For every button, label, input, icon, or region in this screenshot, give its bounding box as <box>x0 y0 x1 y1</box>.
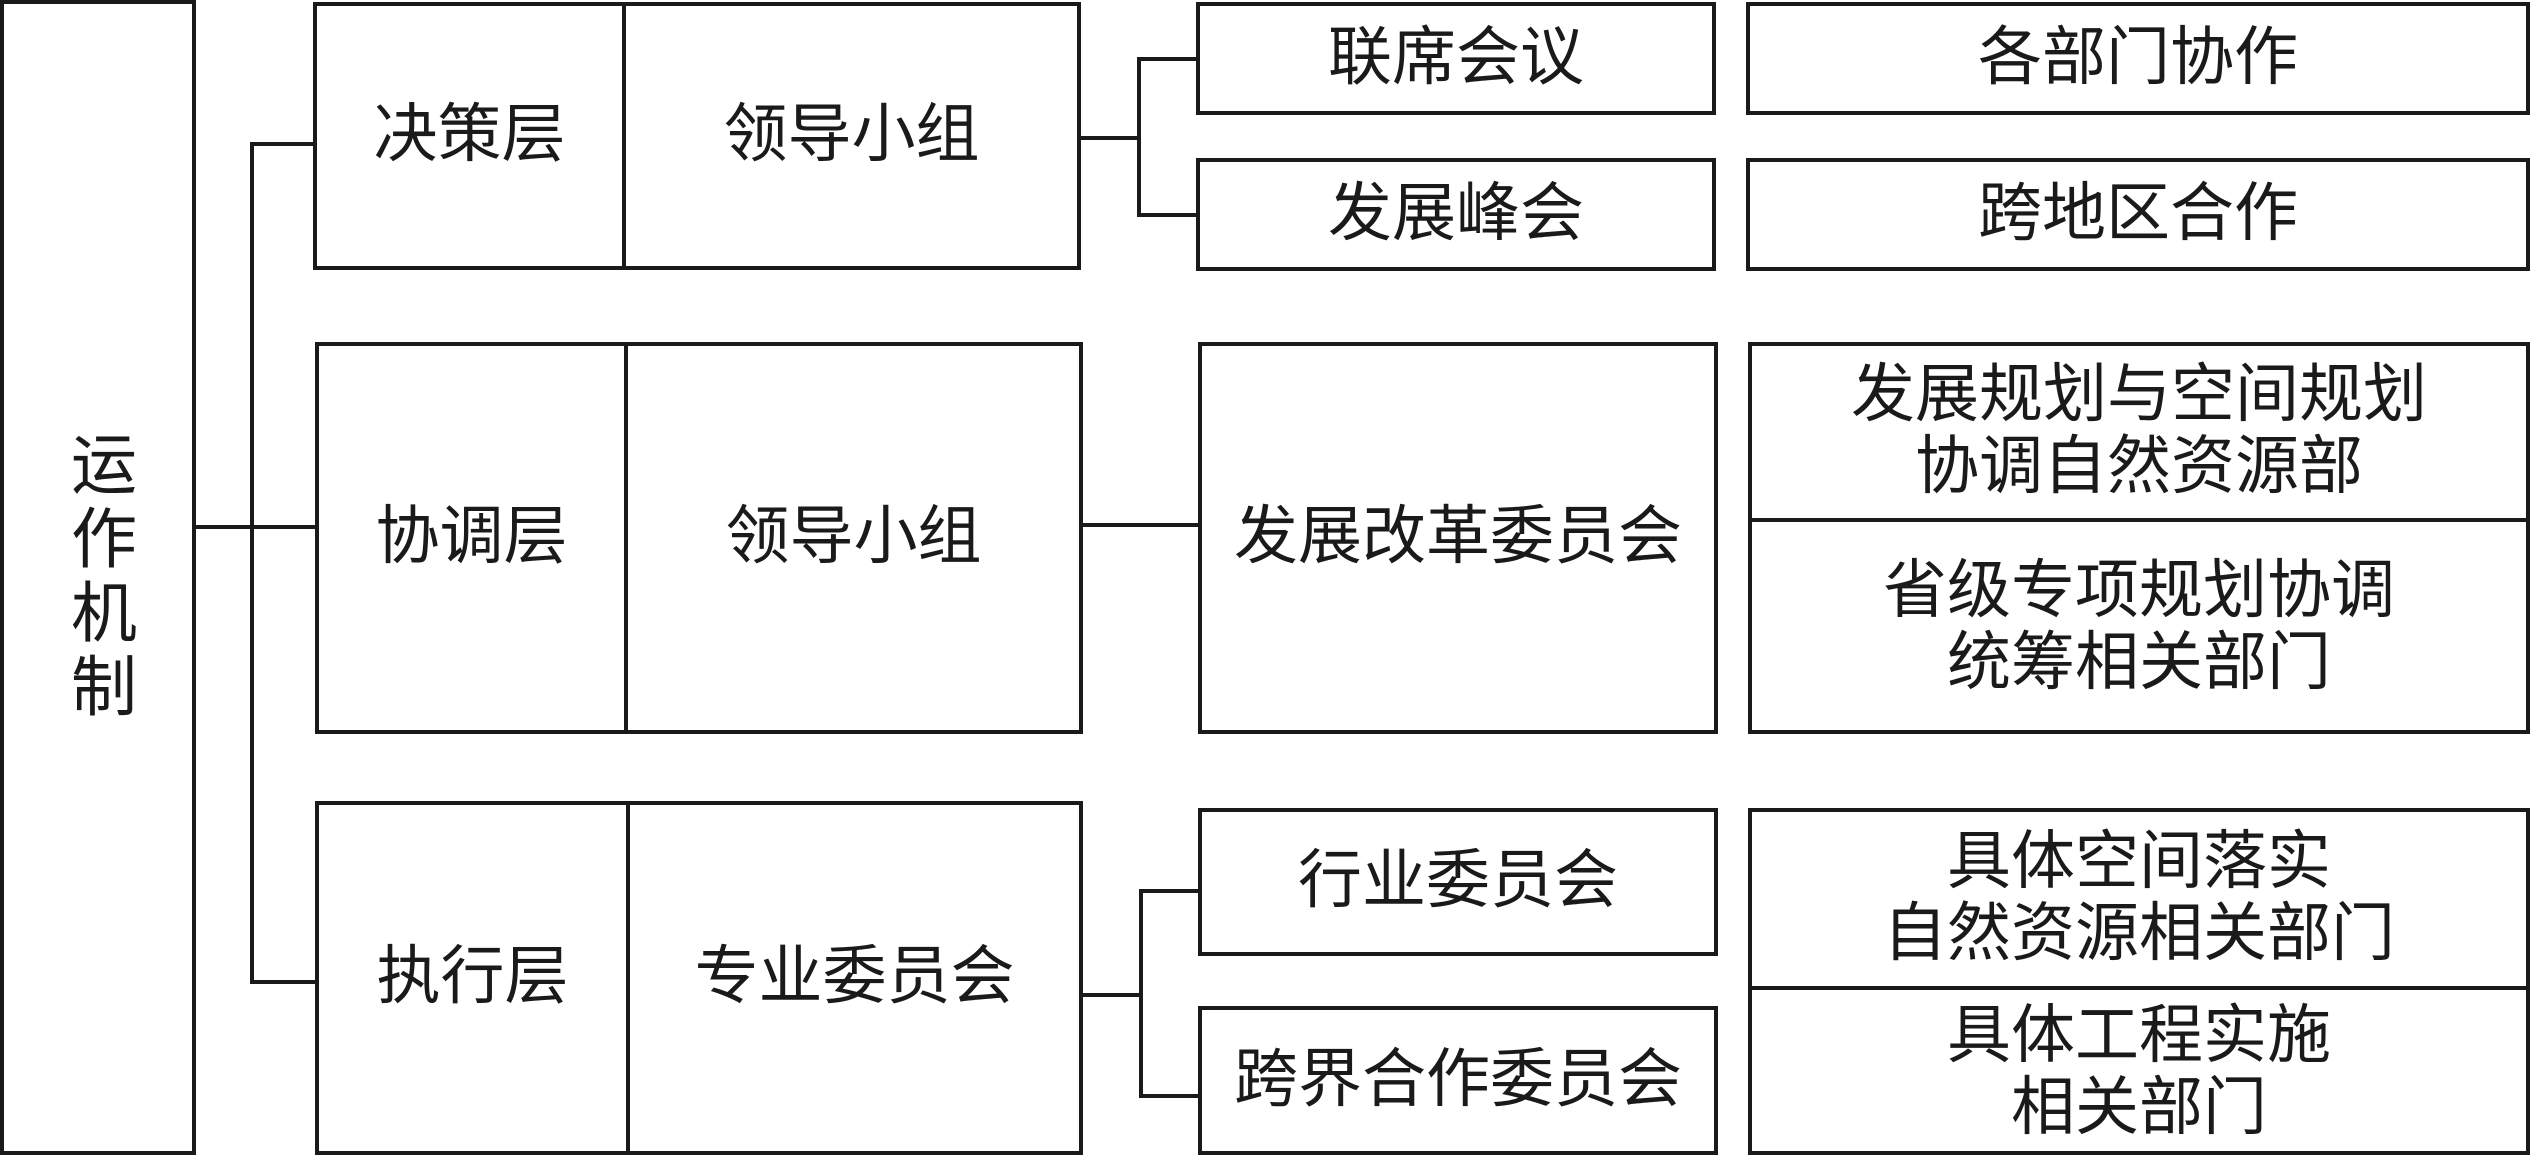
connector-decision-m1 <box>1137 57 1199 61</box>
coordination-layer-label: 协调层 <box>319 346 628 730</box>
coordination-layer-box: 协调层 领导小组 <box>315 342 1083 734</box>
coordination-mechanism-ndrc: 发展改革委员会 <box>1198 342 1718 734</box>
connector-decision-out <box>1079 136 1141 140</box>
connector-trunk-decision <box>250 142 316 146</box>
decision-mechanism-joint-meeting: 联席会议 <box>1196 2 1716 115</box>
coordination-scope-provincial: 省级专项规划协调 统筹相关部门 <box>1883 554 2395 700</box>
execution-layer-box: 执行层 专业委员会 <box>315 801 1083 1155</box>
execution-scope-box: 具体空间落实 自然资源相关部门 具体工程实施 相关部门 <box>1748 808 2530 1155</box>
decision-layer-box: 决策层 领导小组 <box>313 2 1081 270</box>
connector-execution-split <box>1139 889 1143 1098</box>
decision-layer-label: 决策层 <box>317 6 626 266</box>
connector-execution-m2 <box>1139 1094 1201 1098</box>
execution-scope-spatial: 具体空间落实 自然资源相关部门 <box>1752 812 2526 990</box>
connector-trunk-execution <box>250 980 316 984</box>
connector-decision-split <box>1137 57 1141 217</box>
execution-mechanism-industry: 行业委员会 <box>1198 808 1718 956</box>
execution-scope-engineering: 具体工程实施 相关部门 <box>1947 998 2331 1145</box>
decision-mechanism-development-summit: 发展峰会 <box>1196 158 1716 271</box>
coordination-scope-planning: 发展规划与空间规划 协调自然资源部 <box>1752 346 2526 522</box>
coordination-scope-box: 发展规划与空间规划 协调自然资源部 省级专项规划协调 统筹相关部门 <box>1748 342 2530 734</box>
connector-decision-m2 <box>1137 213 1199 217</box>
root-label: 运作机制 <box>59 429 137 726</box>
connector-execution-m1 <box>1139 889 1201 893</box>
decision-layer-body: 领导小组 <box>723 98 980 173</box>
connector-coordination-out <box>1081 523 1201 527</box>
decision-scope-cross-region: 跨地区合作 <box>1746 158 2530 271</box>
coordination-layer-body: 领导小组 <box>725 500 982 575</box>
execution-layer-label: 执行层 <box>319 805 630 1151</box>
execution-layer-body: 专业委员会 <box>694 940 1015 1015</box>
root-operating-mechanism: 运作机制 <box>0 0 196 1155</box>
execution-mechanism-cross-border: 跨界合作委员会 <box>1198 1006 1718 1155</box>
decision-scope-departments: 各部门协作 <box>1746 2 2530 115</box>
connector-root-trunk <box>192 525 254 529</box>
connector-trunk-vertical <box>250 142 254 984</box>
connector-trunk-coordination <box>250 525 316 529</box>
connector-execution-out <box>1081 993 1143 997</box>
